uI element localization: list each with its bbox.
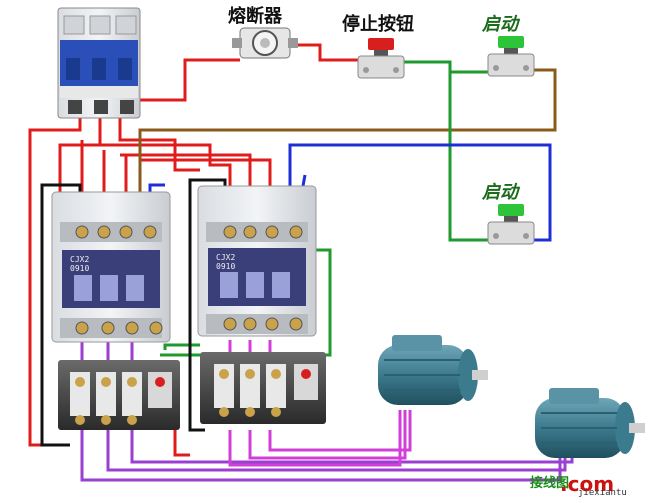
- contactor-1-model: CJX2: [70, 255, 89, 264]
- start-button-1: [487, 36, 535, 77]
- start-button-2-label: 启动: [482, 182, 518, 203]
- purple-wires: [80, 340, 574, 482]
- thermal-relay-2: [200, 352, 326, 424]
- watermark-com: .com: [560, 472, 615, 496]
- contactor-2-model: CJX2: [216, 253, 235, 262]
- stop-button-label: 停止按钮: [342, 14, 414, 35]
- contactor-2-rating: 0910: [216, 262, 235, 271]
- motor-1: [378, 335, 488, 405]
- brown-wire: [138, 68, 557, 230]
- contactor-1-rating: 0910: [70, 264, 89, 273]
- thermal-relay-1: [58, 360, 180, 430]
- motor-2: [535, 388, 645, 458]
- start-button-2: [487, 204, 535, 245]
- circuit-breaker: [57, 7, 141, 119]
- watermark-domain: jiexiantu: [578, 488, 627, 498]
- watermark-cn: 接线图: [530, 476, 570, 491]
- contactor-2: CJX2 0910: [197, 185, 317, 337]
- contactor-1: CJX2 0910: [51, 191, 171, 343]
- fuse: [232, 27, 298, 59]
- stop-button: [357, 38, 405, 79]
- start-button-1-label: 启动: [482, 14, 518, 35]
- magenta-wires: [228, 340, 412, 467]
- fuse-label: 熔断器: [228, 6, 282, 27]
